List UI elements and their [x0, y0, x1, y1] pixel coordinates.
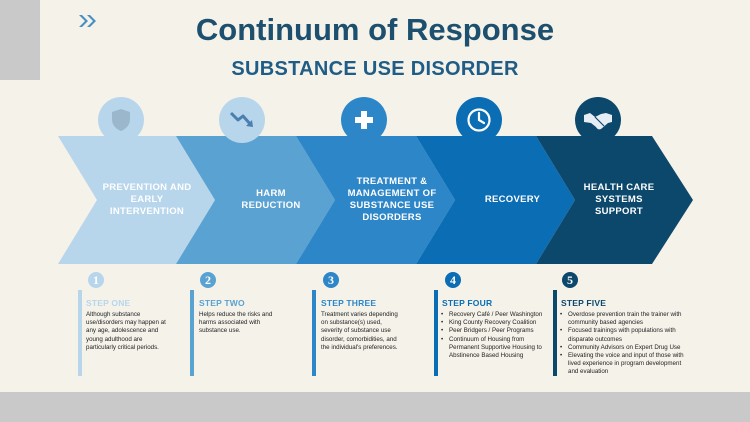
page-title: Continuum of Response [195, 12, 555, 47]
list-item: Focused trainings with populations with … [559, 327, 691, 343]
stage-label-4: RECOVERY [484, 194, 541, 205]
step-list-5: Overdose prevention train the trainer wi… [559, 311, 691, 377]
page-subtitle: SUBSTANCE USE DISORDER [231, 58, 519, 80]
step-title-4: STEP FOUR [442, 298, 493, 308]
step-number-5: 5 [562, 272, 578, 288]
step-number-2: 2 [200, 272, 216, 288]
trend-down-icon [229, 111, 253, 127]
step-title-2: STEP TWO [199, 298, 245, 308]
medical-cross-icon [355, 111, 373, 129]
step-bar-3 [312, 290, 316, 376]
step-number-4: 4 [445, 272, 461, 288]
stage-icon-2 [219, 97, 265, 143]
step-list-4: Recovery Café / Peer Washington King Cou… [440, 311, 548, 360]
shield-icon [112, 109, 130, 131]
stage-icon-5 [575, 97, 621, 143]
step-bar-2 [190, 290, 194, 376]
step-bar-1 [78, 290, 82, 376]
stage-label-3: TREATMENT & MANAGEMENT OF SUBSTANCE USE … [347, 176, 437, 223]
step-number-3: 3 [323, 272, 339, 288]
stage-icon-3 [341, 97, 387, 143]
stage-arrow-2 [176, 136, 335, 264]
double-chevron-icon [79, 15, 96, 27]
clock-icon [467, 108, 491, 132]
step-title-1: STEP ONE [86, 298, 131, 308]
step-description-1: Although substance use/disorders may hap… [86, 311, 166, 351]
stage-icon-4 [456, 97, 502, 143]
step-description-3: Treatment varies depending on substance(… [321, 311, 398, 351]
list-item: King County Recovery Coalition [440, 319, 548, 327]
step-description-2: Helps reduce the risks and harms associa… [199, 311, 273, 335]
list-item: Elevating the voice and input of those w… [559, 352, 691, 377]
step-title-3: STEP THREE [321, 298, 377, 308]
list-item: Recovery Café / Peer Washington [440, 311, 548, 319]
stage-arrow-4 [416, 136, 575, 264]
stage-arrow-3 [296, 136, 455, 264]
handshake-icon [584, 113, 612, 130]
stage-arrow-1 [58, 136, 215, 264]
bottom-bar [0, 392, 750, 422]
stage-label-2: HARM REDUCTION [241, 188, 301, 211]
step-bar-4 [434, 290, 438, 376]
step-number-1: 1 [88, 272, 104, 288]
step-title-5: STEP FIVE [561, 298, 607, 308]
list-item: Community Advisors on Expert Drug Use [559, 344, 691, 352]
continuum-arrows [58, 136, 693, 264]
stage-icon-1 [98, 97, 144, 143]
list-item: Continuum of Housing from Permanent Supp… [440, 336, 548, 361]
stage-arrow-5 [536, 136, 693, 264]
list-item: Peer Bridgers / Peer Programs [440, 327, 548, 335]
corner-decoration [0, 0, 40, 80]
step-bar-5 [553, 290, 557, 376]
stage-label-1: PREVENTION AND EARLY INTERVENTION [102, 182, 192, 217]
list-item: Overdose prevention train the trainer wi… [559, 311, 691, 327]
stage-label-5: HEALTH CARE SYSTEMS SUPPORT [583, 182, 655, 217]
